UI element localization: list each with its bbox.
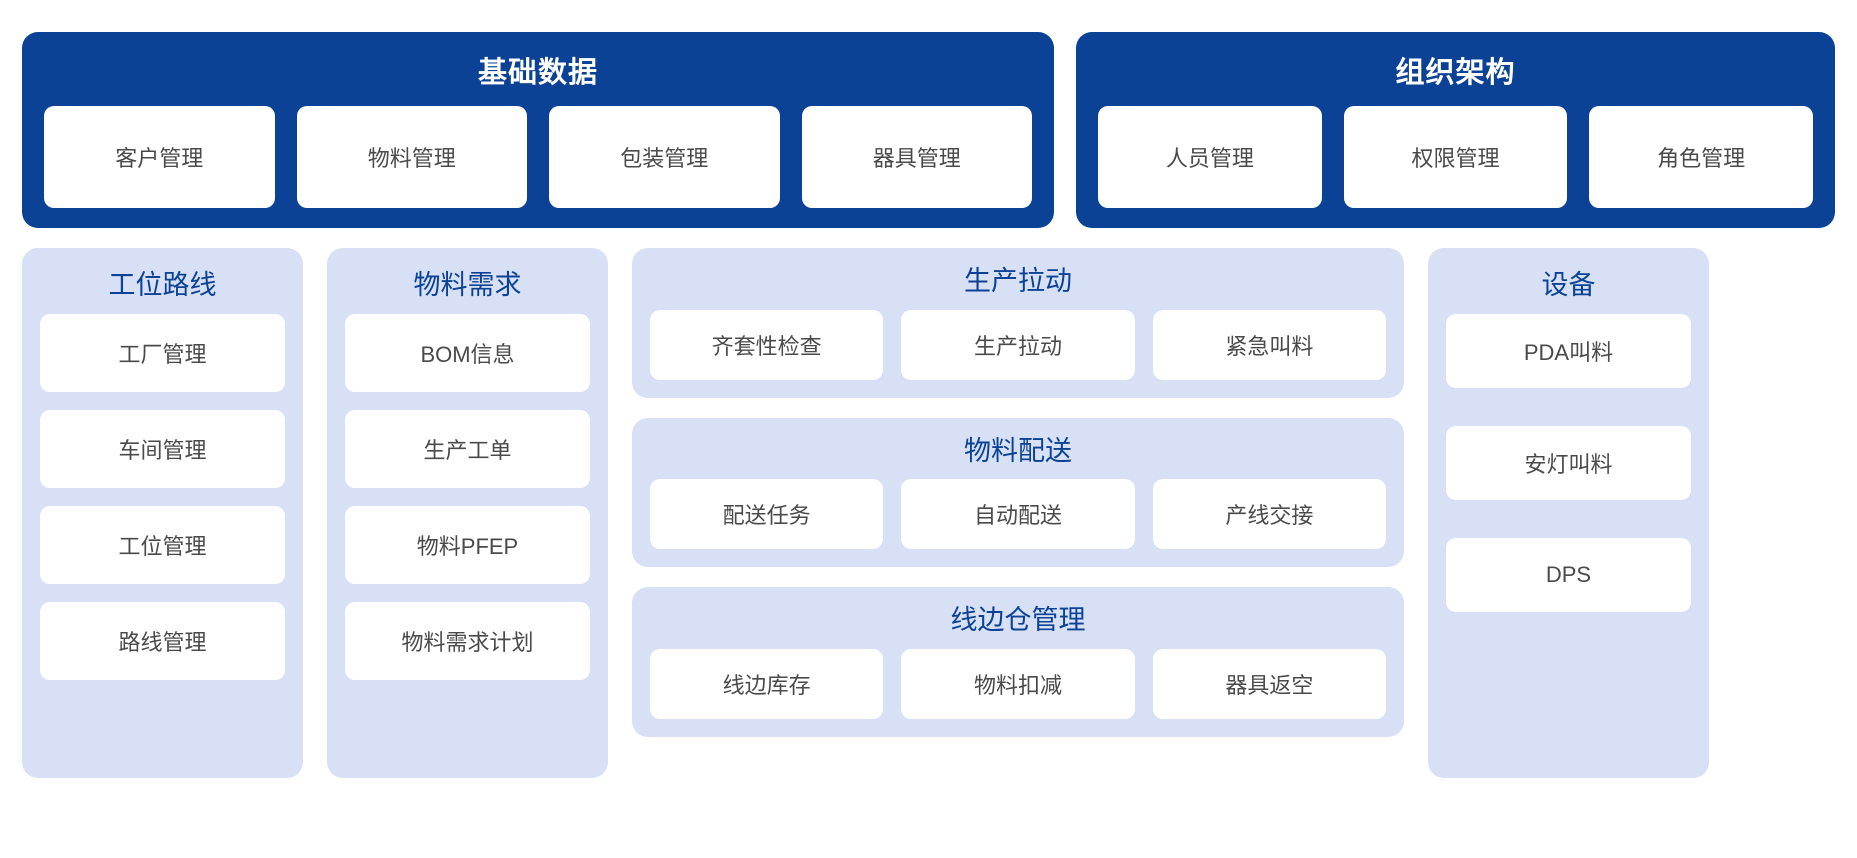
chip-factory-management[interactable]: 工厂管理 — [40, 313, 285, 392]
banner-title-basic-data: 基础数据 — [477, 57, 598, 89]
chip-dps[interactable]: DPS — [1446, 537, 1691, 612]
panel-body-production-pull: 齐套性检查 生产拉动 紧急叫料 — [650, 309, 1386, 380]
chip-material-deduction[interactable]: 物料扣减 — [901, 649, 1135, 720]
chip-workshop-management[interactable]: 车间管理 — [40, 409, 285, 488]
chip-andon-material-call[interactable]: 安灯叫料 — [1446, 425, 1691, 500]
banner-items-org-structure: 人员管理 权限管理 角色管理 — [1098, 105, 1814, 208]
chip-container-management[interactable]: 器具管理 — [801, 105, 1032, 208]
chip-permission-management[interactable]: 权限管理 — [1343, 105, 1568, 208]
banner-basic-data: 基础数据 客户管理 物料管理 包装管理 器具管理 — [22, 32, 1054, 228]
chip-personnel-management[interactable]: 人员管理 — [1098, 105, 1322, 208]
chip-bom-information[interactable]: BOM信息 — [345, 313, 590, 392]
panel-body-station-route: 工厂管理 车间管理 工位管理 路线管理 — [40, 313, 285, 680]
chip-automatic-delivery[interactable]: 自动配送 — [901, 479, 1135, 550]
banner-items-basic-data: 客户管理 物料管理 包装管理 器具管理 — [44, 105, 1032, 208]
panel-line-side-warehouse: 线边仓管理 线边库存 物料扣减 器具返空 — [632, 587, 1404, 738]
top-banner-row: 基础数据 客户管理 物料管理 包装管理 器具管理 组织架构 人员管理 权限管理 … — [0, 0, 1857, 228]
banner-title-org-structure: 组织架构 — [1395, 57, 1516, 89]
chip-material-pfep[interactable]: 物料PFEP — [345, 505, 590, 584]
chip-production-pull[interactable]: 生产拉动 — [901, 309, 1135, 380]
chip-container-return[interactable]: 器具返空 — [1152, 649, 1386, 720]
panel-material-delivery: 物料配送 配送任务 自动配送 产线交接 — [632, 417, 1404, 568]
panel-title-equipment: 设备 — [1541, 270, 1596, 300]
chip-packaging-management[interactable]: 包装管理 — [549, 105, 780, 208]
panel-body-equipment: PDA叫料 安灯叫料 DPS — [1446, 313, 1691, 612]
chip-route-management[interactable]: 路线管理 — [40, 601, 285, 680]
chip-material-requirement-plan[interactable]: 物料需求计划 — [345, 601, 590, 680]
panel-body-line-side-warehouse: 线边库存 物料扣减 器具返空 — [650, 649, 1386, 720]
panel-equipment: 设备 PDA叫料 安灯叫料 DPS — [1428, 248, 1709, 778]
panel-title-material-demand: 物料需求 — [413, 270, 522, 300]
chip-pda-material-call[interactable]: PDA叫料 — [1446, 313, 1691, 388]
panel-body-material-delivery: 配送任务 自动配送 产线交接 — [650, 479, 1386, 550]
panel-material-demand: 物料需求 BOM信息 生产工单 物料PFEP 物料需求计划 — [327, 248, 608, 778]
chip-role-management[interactable]: 角色管理 — [1589, 105, 1814, 208]
panel-title-station-route: 工位路线 — [108, 270, 217, 300]
panel-title-line-side-warehouse: 线边仓管理 — [950, 605, 1086, 636]
chip-material-management[interactable]: 物料管理 — [296, 105, 527, 208]
banner-org-structure: 组织架构 人员管理 权限管理 角色管理 — [1076, 32, 1835, 228]
chip-kitting-check[interactable]: 齐套性检查 — [650, 309, 884, 380]
center-group-stack: 生产拉动 齐套性检查 生产拉动 紧急叫料 物料配送 配送任务 自动配送 产线交接… — [632, 248, 1404, 738]
chip-production-work-order[interactable]: 生产工单 — [345, 409, 590, 488]
panel-production-pull: 生产拉动 齐套性检查 生产拉动 紧急叫料 — [632, 248, 1404, 398]
panel-body-material-demand: BOM信息 生产工单 物料PFEP 物料需求计划 — [345, 313, 590, 680]
panel-station-route: 工位路线 工厂管理 车间管理 工位管理 路线管理 — [22, 248, 303, 778]
main-panel-row: 工位路线 工厂管理 车间管理 工位管理 路线管理 物料需求 BOM信息 生产工单… — [0, 228, 1857, 858]
chip-line-side-inventory[interactable]: 线边库存 — [650, 649, 884, 720]
chip-production-line-handover[interactable]: 产线交接 — [1152, 479, 1386, 550]
panel-title-material-delivery: 物料配送 — [964, 435, 1072, 466]
chip-delivery-task[interactable]: 配送任务 — [650, 479, 884, 550]
chip-emergency-material-call[interactable]: 紧急叫料 — [1152, 309, 1386, 380]
chip-customer-management[interactable]: 客户管理 — [44, 105, 275, 208]
panel-title-production-pull: 生产拉动 — [964, 266, 1072, 296]
chip-station-management[interactable]: 工位管理 — [40, 505, 285, 584]
